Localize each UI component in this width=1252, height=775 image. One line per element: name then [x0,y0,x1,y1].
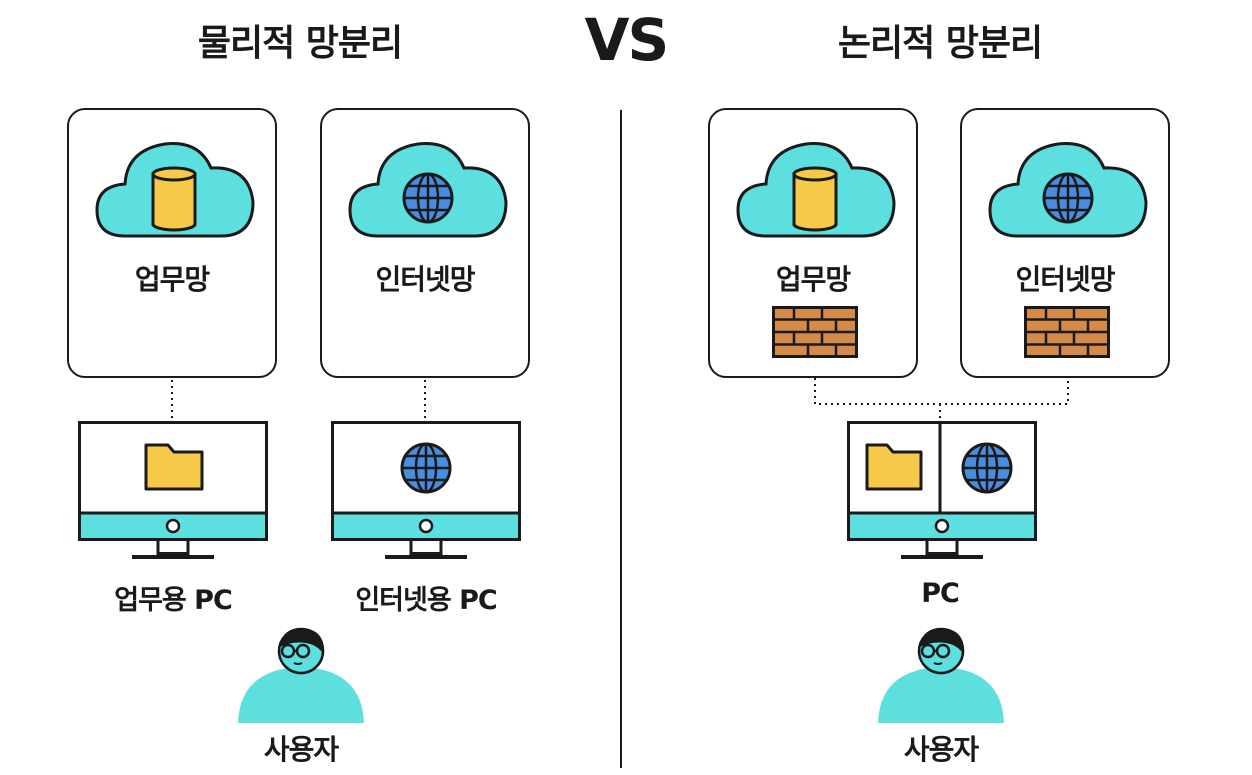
network-label-work: 업무망 [134,263,210,296]
user-label-right: 사용자 [903,733,979,766]
network-label-internet: 인터넷망 [1015,263,1115,296]
center-divider [620,110,622,768]
left-internet-network-box: 인터넷망 [320,108,530,378]
network-label-internet: 인터넷망 [375,263,475,296]
cloud-icon [95,142,255,238]
pc-label-internet: 인터넷용 PC [355,585,497,616]
firewall-icon [1024,306,1110,358]
cloud-icon [348,142,508,238]
user-icon [238,627,364,723]
monitor-icon [78,421,268,559]
firewall-icon [772,306,858,358]
network-label-work: 업무망 [775,263,851,296]
cloud-icon [988,142,1148,238]
right-title: 논리적 망분리 [837,23,1043,64]
globe-icon [1042,172,1094,224]
left-title: 물리적 망분리 [197,23,403,64]
folder-icon [144,443,204,491]
pc-label-work: 업무용 PC [114,585,233,616]
user-label-left: 사용자 [263,733,339,766]
vs-label: VS [584,6,670,74]
cloud-icon [736,142,896,238]
database-icon [151,166,197,232]
monitor-icon [331,421,521,559]
pc-label: PC [921,578,960,609]
globe-icon [400,442,452,494]
right-internet-network-box: 인터넷망 [960,108,1170,378]
globe-icon [402,172,454,224]
database-icon [792,166,838,232]
monitor-icon [847,421,1037,559]
left-work-network-box: 업무망 [67,108,277,378]
globe-icon [961,442,1013,494]
user-icon [878,627,1004,723]
right-work-network-box: 업무망 [708,108,918,378]
folder-icon [865,443,923,491]
